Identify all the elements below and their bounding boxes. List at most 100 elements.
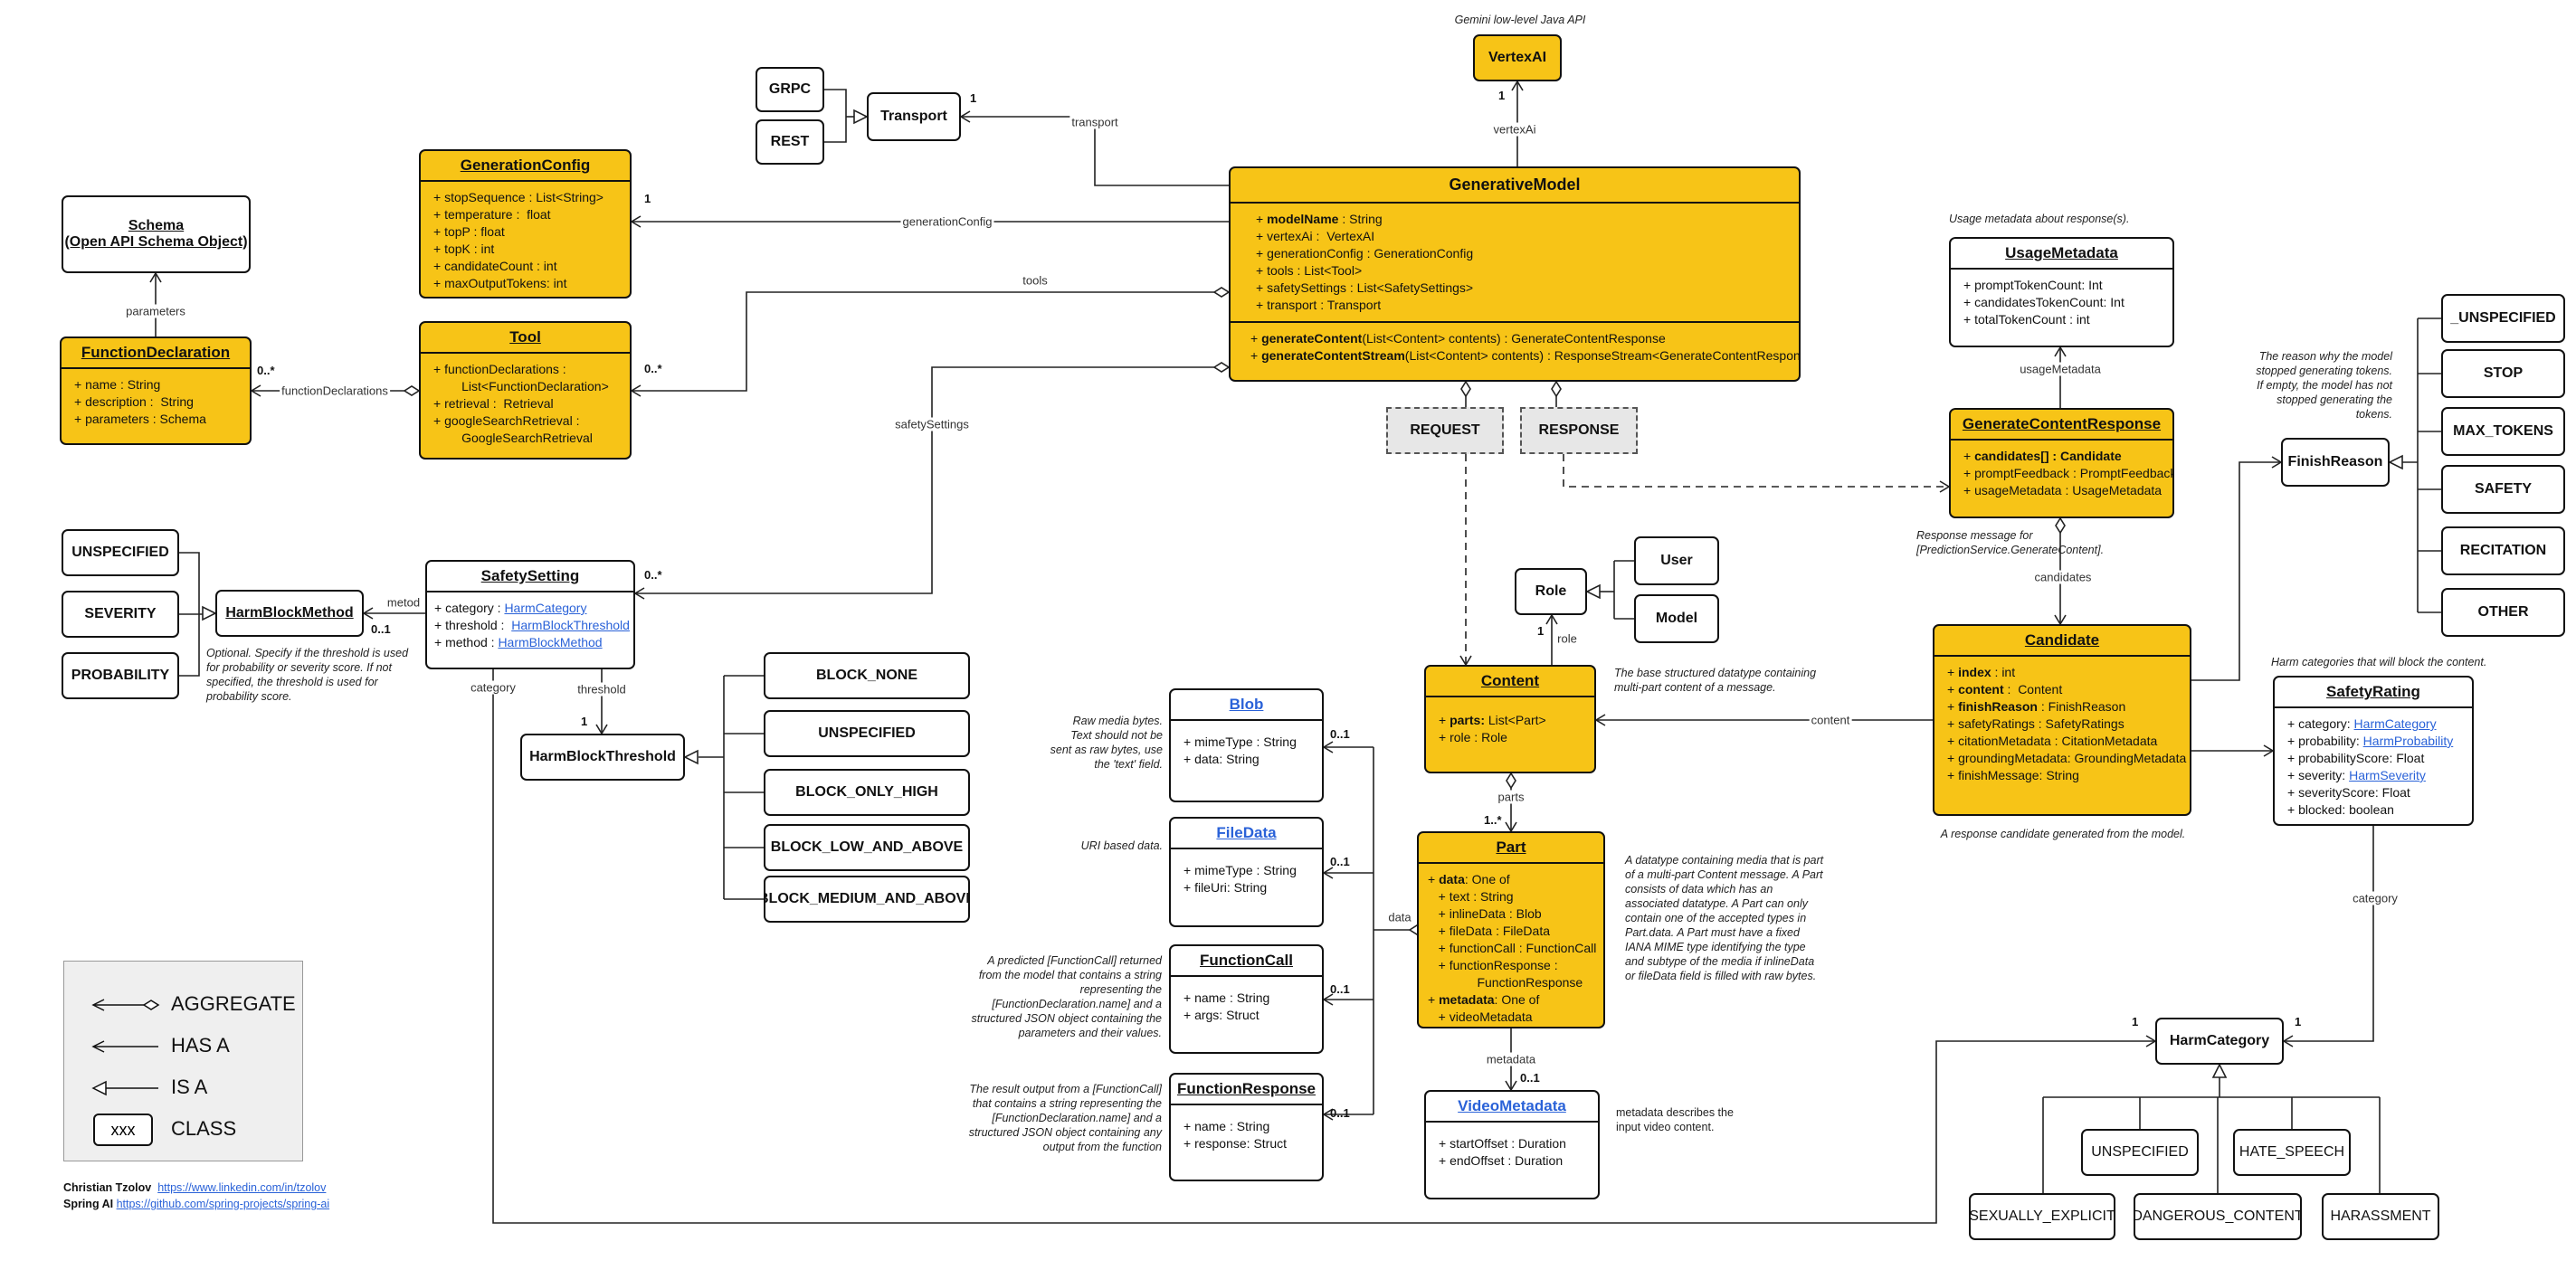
enum-hate-speech: HATE_SPEECH — [2233, 1129, 2351, 1176]
edge-label-parts: parts — [1496, 790, 1526, 804]
response-box: RESPONSE — [1520, 407, 1638, 454]
legend-is-a: IS A — [171, 1076, 208, 1098]
arrow-head — [2282, 1035, 2294, 1047]
arrow-head — [633, 587, 645, 600]
enum-label: UNSPECIFIED — [818, 725, 916, 741]
enum-label: SAFETY — [2474, 481, 2533, 497]
note-content: The base structured datatype containing … — [1614, 667, 1817, 694]
class-title: GenerativeModel — [1231, 168, 1799, 204]
member-row: + startOffset : Duration — [1439, 1136, 1566, 1151]
member-row: + maxOutputTokens: int — [433, 276, 567, 290]
class-title: FunctionCall — [1171, 946, 1322, 977]
arrow-head — [1594, 714, 1606, 726]
member-row: + topP : float — [433, 224, 505, 239]
class-function-response: FunctionResponse + name : String+ respon… — [1169, 1073, 1324, 1181]
legend-class: CLASS — [171, 1117, 237, 1140]
class-user: User — [1634, 536, 1719, 585]
class-blob: Blob + mimeType : String+ data: String — [1169, 688, 1324, 802]
multiplicity-harm-category-left: 1 — [2132, 1015, 2139, 1028]
member-row: + description : String — [74, 394, 194, 409]
member-row: + safetyRatings : SafetyRatings — [1947, 716, 2124, 731]
enum-max-tokens: MAX_TOKENS — [2441, 407, 2565, 456]
inheritance-triangle — [1585, 583, 1601, 600]
member-row: + fileData : FileData — [1428, 924, 1551, 938]
arrow-head — [959, 110, 971, 123]
author-link[interactable]: https://www.linkedin.com/in/tzolov — [157, 1181, 327, 1194]
multiplicity-safety-settings: 0..* — [644, 568, 662, 582]
multiplicity-harm-category-right: 1 — [2295, 1015, 2302, 1028]
member-row: + category: HarmCategory — [2287, 716, 2437, 731]
edge-label-data: data — [1386, 910, 1413, 924]
note-video-metadata: metadata describes the input video conte… — [1616, 1106, 1734, 1133]
legend-class-box: xxx — [93, 1114, 153, 1146]
class-usage-metadata: UsageMetadata + promptTokenCount: Int+ c… — [1949, 237, 2174, 347]
edge-harm-method-enums — [179, 552, 200, 677]
multiplicity-role: 1 — [1537, 624, 1545, 638]
member-row: + videoMetadata — [1428, 1009, 1533, 1024]
class-vertexai: VertexAI — [1473, 34, 1562, 81]
note-usage-metadata: Usage metadata about response(s). — [1949, 213, 2130, 225]
class-rest: REST — [756, 119, 824, 165]
attribute-list: + parts: List<Part>+ role : Role — [1426, 697, 1594, 753]
class-schema: Schema (Open API Schema Object) — [62, 195, 251, 273]
class-title: SafetySetting — [427, 562, 633, 592]
enum-threshold-unspecified: UNSPECIFIED — [764, 710, 970, 757]
class-title: VideoMetadata — [1426, 1092, 1598, 1123]
arrow-head — [630, 384, 642, 397]
edge-label-content: content — [1809, 713, 1852, 727]
legend-symbols — [91, 999, 160, 1096]
attribute-list: + mimeType : String + fileUri: String — [1171, 849, 1322, 904]
project-name: Spring AI — [63, 1198, 114, 1210]
member-row: + vertexAi : VertexAI — [1256, 229, 1375, 243]
edge-response — [1563, 454, 1949, 488]
multiplicity-harm-block-threshold: 1 — [581, 715, 588, 728]
member-row: + fileUri: String — [1183, 880, 1268, 895]
enum-block-only-high: BLOCK_ONLY_HIGH — [764, 769, 970, 816]
edge-label-parameters: parameters — [124, 304, 187, 318]
class-model: Model — [1634, 594, 1719, 643]
class-part: Part + data: One of + text : String + in… — [1417, 831, 1605, 1028]
multiplicity-transport: 1 — [970, 91, 977, 105]
class-title: SafetyRating — [2275, 678, 2472, 708]
class-title: Schema — [128, 218, 185, 233]
class-title: GRPC — [768, 81, 812, 97]
member-row: + mimeType : String — [1183, 863, 1297, 877]
member-row: + text : String — [1428, 889, 1514, 904]
note-finish-reason: The reason why the model stopped generat… — [2256, 350, 2392, 421]
member-row: + promptTokenCount: Int — [1963, 278, 2103, 292]
member-row: + generationConfig : GenerationConfig — [1256, 246, 1474, 261]
arrow-head — [2054, 614, 2067, 626]
member-row: + severity: HarmSeverity — [2287, 768, 2426, 782]
class-title: FunctionDeclaration — [62, 338, 250, 369]
member-row: + parameters : Schema — [74, 412, 206, 426]
edge-transport-impl — [824, 89, 847, 143]
class-title: HarmBlockThreshold — [529, 749, 676, 764]
aggregation-diamond — [403, 385, 421, 396]
attribute-list: + stopSequence : List<String>+ temperatu… — [421, 182, 630, 297]
multiplicity-blob: 0..1 — [1330, 727, 1350, 741]
request-label: REQUEST — [1410, 422, 1480, 438]
member-row: + transport : Transport — [1256, 298, 1382, 312]
edge-label-category-left: category — [469, 680, 518, 695]
aggregation-diamond — [1212, 362, 1231, 373]
arrow-head — [2054, 346, 2067, 357]
member-row: + stopSequence : List<String> — [433, 190, 604, 204]
attribute-list: + data: One of + text : String + inlineD… — [1419, 864, 1603, 1027]
class-title: VertexAI — [1488, 50, 1547, 65]
enum-label: UNSPECIFIED — [2091, 1144, 2189, 1160]
member-row: FunctionResponse — [1428, 975, 1583, 990]
aggregation-diamond — [1212, 287, 1231, 298]
enum-other: OTHER — [2441, 588, 2565, 637]
member-row: List<FunctionDeclaration> — [433, 379, 609, 393]
class-grpc: GRPC — [756, 67, 824, 112]
attribute-list: + name : String+ response: Struct — [1171, 1105, 1322, 1160]
aggregation-diamond — [1460, 380, 1471, 398]
edge-label-metadata: metadata — [1484, 1052, 1538, 1066]
member-row: + generateContent(List<Content> contents… — [1250, 331, 1666, 346]
arrow-head — [250, 384, 261, 397]
project-link[interactable]: https://github.com/spring-projects/sprin… — [116, 1198, 330, 1210]
member-row: + mimeType : String — [1183, 735, 1297, 749]
edge-label-function-declarations: functionDeclarations — [280, 384, 390, 398]
multiplicity-function-call: 0..1 — [1330, 982, 1350, 996]
edge-label-usage-metadata: usageMetadata — [2018, 362, 2103, 376]
